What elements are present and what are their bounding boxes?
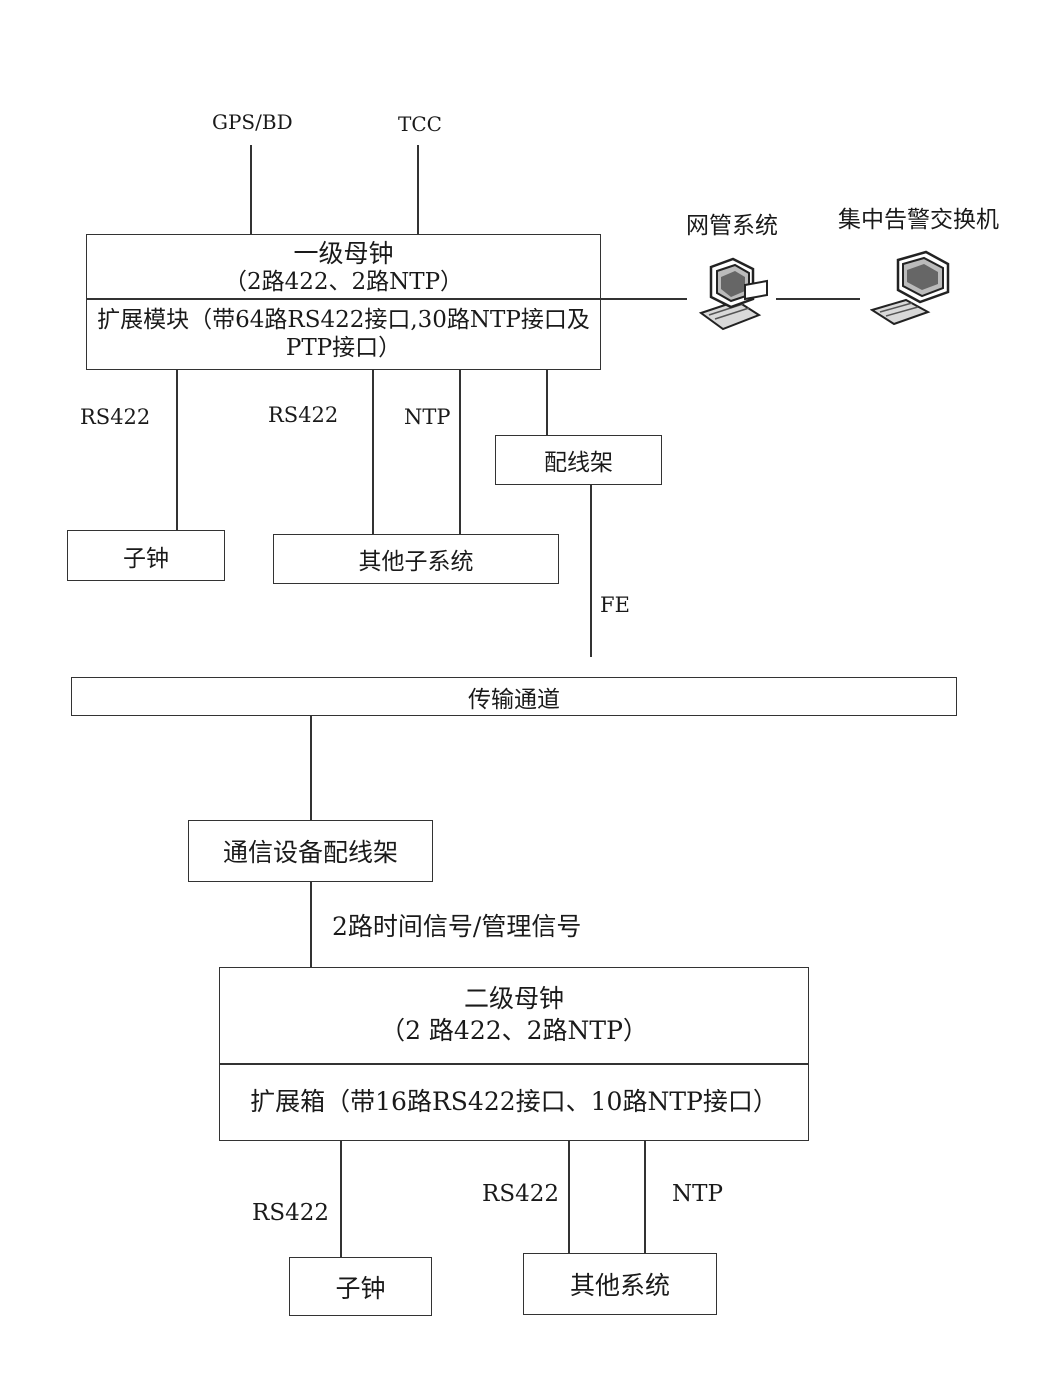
gps-bd-label: GPS/BD xyxy=(212,110,293,134)
ntp-to-subsystem-line xyxy=(459,370,461,534)
other-subsystem-box: 其他子系统 xyxy=(273,534,559,584)
transport-channel-bar: 传输通道 xyxy=(71,677,957,716)
tcc-connector xyxy=(417,145,419,235)
alarm-computer-icon xyxy=(870,250,950,326)
nms-alarm-connector xyxy=(776,298,860,300)
nms-connector xyxy=(601,298,687,300)
subclock-box-top: 子钟 xyxy=(67,530,225,581)
secondary-clock-divider xyxy=(220,1063,808,1065)
ntp-to-bottom-other-line xyxy=(644,1141,646,1253)
ntp-label-bottom: NTP xyxy=(672,1181,723,1207)
fe-line xyxy=(590,485,592,657)
nms-computer-icon xyxy=(698,257,768,331)
rs422-to-bottom-subclock-line xyxy=(340,1141,342,1257)
tcc-label: TCC xyxy=(398,112,442,136)
distribution-frame-box: 配线架 xyxy=(495,435,662,485)
transport-to-comm-odf-line xyxy=(310,716,312,820)
primary-clock-title: 一级母钟 xyxy=(293,239,394,268)
alarm-switch-label: 集中告警交换机 xyxy=(838,207,999,233)
primary-clock-subtitle: （2路422、2路NTP） xyxy=(223,269,464,295)
time-mgmt-signal-label: 2路时间信号/管理信号 xyxy=(332,912,582,941)
rs422-to-subsystem-line xyxy=(372,370,374,534)
rs422-to-bottom-other-line xyxy=(568,1141,570,1253)
other-system-box: 其他系统 xyxy=(523,1253,717,1315)
secondary-clock-title: 二级母钟 xyxy=(463,984,564,1013)
expansion-module-line2: PTP接口） xyxy=(285,335,402,361)
rs422-label-top-mid: RS422 xyxy=(268,403,339,427)
gps-connector xyxy=(250,145,252,235)
comm-equipment-odf-box: 通信设备配线架 xyxy=(188,820,433,882)
ntp-label-top: NTP xyxy=(404,405,451,429)
primary-to-odf-line xyxy=(546,370,548,435)
secondary-clock-subtitle: （2 路422、2路NTP） xyxy=(380,1016,648,1045)
expansion-box-label: 扩展箱（带16路RS422接口、10路NTP接口） xyxy=(250,1087,778,1116)
nms-label: 网管系统 xyxy=(686,213,778,239)
rs422-label-top-left: RS422 xyxy=(80,405,151,429)
primary-master-clock: 一级母钟 （2路422、2路NTP） 扩展模块（带64路RS422接口,30路N… xyxy=(86,234,601,370)
rs422-label-bottom-mid: RS422 xyxy=(482,1181,559,1207)
rs422-to-subclock-line xyxy=(176,370,178,530)
rs422-label-bottom-left: RS422 xyxy=(252,1200,329,1226)
expansion-module-line1: 扩展模块（带64路RS422接口,30路NTP接口及 xyxy=(97,307,590,333)
primary-clock-divider xyxy=(87,298,600,300)
secondary-master-clock: 二级母钟 （2 路422、2路NTP） 扩展箱（带16路RS422接口、10路N… xyxy=(219,967,809,1141)
subclock-box-bottom: 子钟 xyxy=(289,1257,432,1316)
fe-label: FE xyxy=(600,593,630,617)
comm-odf-to-secondary-line xyxy=(310,882,312,968)
